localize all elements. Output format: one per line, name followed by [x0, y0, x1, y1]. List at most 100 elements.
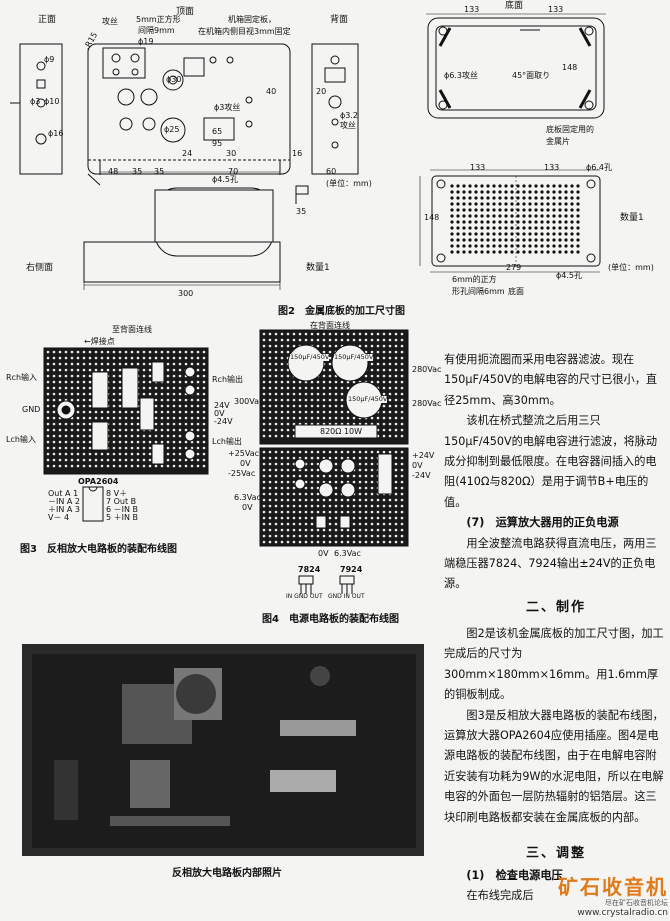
- hole: [130, 446, 134, 450]
- hole: [148, 356, 152, 360]
- dim-35b: 35: [154, 167, 165, 176]
- pin-left-3: ＋IN A 3: [48, 505, 80, 514]
- hole: [352, 474, 356, 478]
- hole: [118, 440, 122, 444]
- hole: [334, 338, 338, 342]
- dim-40: 40: [266, 87, 277, 96]
- hole: [322, 510, 326, 514]
- cap-1-label: 150μF/450V: [290, 353, 330, 361]
- hole: [340, 380, 344, 384]
- hole: [70, 380, 74, 384]
- hole: [328, 416, 332, 420]
- hole: [298, 404, 302, 408]
- hole: [346, 540, 350, 544]
- hole: [304, 486, 308, 490]
- hole: [172, 398, 176, 402]
- hole: [558, 190, 562, 194]
- pin-right-5: 5 ＋IN B: [106, 513, 139, 522]
- hole: [286, 516, 290, 520]
- hole: [112, 452, 116, 456]
- hole: [196, 428, 200, 432]
- hole: [540, 196, 544, 200]
- hole: [274, 362, 278, 366]
- hole: [280, 392, 284, 396]
- hole: [262, 332, 266, 336]
- hole: [388, 338, 392, 342]
- hole: [118, 422, 122, 426]
- hole: [576, 232, 580, 236]
- hole: [172, 422, 176, 426]
- hole: [346, 386, 350, 390]
- hole: [52, 428, 56, 432]
- hole: [58, 452, 62, 456]
- hole: [268, 428, 272, 432]
- hole: [274, 534, 278, 538]
- hole: [196, 380, 200, 384]
- hole: [400, 380, 404, 384]
- hole: [316, 450, 320, 454]
- hole: [310, 486, 314, 490]
- hole: [382, 332, 386, 336]
- hole: [286, 410, 290, 414]
- hole: [388, 516, 392, 520]
- hole: [516, 190, 520, 194]
- hole: [400, 462, 404, 466]
- hole: [498, 226, 502, 230]
- hole: [552, 220, 556, 224]
- hole: [82, 446, 86, 450]
- hole: [504, 250, 508, 254]
- hole: [52, 380, 56, 384]
- hole: [328, 380, 332, 384]
- hole: [394, 410, 398, 414]
- hole: [352, 380, 356, 384]
- hole: [46, 356, 50, 360]
- hole: [172, 392, 176, 396]
- hole: [394, 450, 398, 454]
- hole: [304, 404, 308, 408]
- hole: [82, 452, 86, 456]
- hole: [462, 196, 466, 200]
- hole: [322, 374, 326, 378]
- hole: [498, 232, 502, 236]
- hole: [358, 516, 362, 520]
- hole: [160, 440, 164, 444]
- hole: [88, 458, 92, 462]
- hole: [340, 392, 344, 396]
- hole: [58, 464, 62, 468]
- hole: [160, 434, 164, 438]
- hole: [456, 214, 460, 218]
- hole: [304, 534, 308, 538]
- hole: [310, 534, 314, 538]
- hole: [328, 356, 332, 360]
- hole: [298, 528, 302, 532]
- label-p24v-right: +24V: [412, 451, 435, 460]
- hole: [310, 498, 314, 502]
- hole: [388, 534, 392, 538]
- hole: [118, 350, 122, 354]
- label-bottom-plate: 底板固定用的: [546, 125, 594, 134]
- hole: [76, 374, 80, 378]
- hole: [310, 332, 314, 336]
- hole: [70, 440, 74, 444]
- hole: [118, 452, 122, 456]
- hole: [480, 238, 484, 242]
- hole: [82, 416, 86, 420]
- hole: [376, 362, 380, 366]
- hole: [160, 464, 164, 468]
- label-280vac: 280Vac: [412, 365, 442, 374]
- hole: [528, 196, 532, 200]
- hole: [46, 410, 50, 414]
- hole: [394, 534, 398, 538]
- hole: [178, 416, 182, 420]
- hole: [388, 428, 392, 432]
- hole: [286, 498, 290, 502]
- dim-60: 60: [326, 167, 337, 176]
- hole: [178, 380, 182, 384]
- hole: [106, 416, 110, 420]
- label-bottom-0v: 0V: [318, 549, 329, 558]
- hole: [564, 226, 568, 230]
- hole: [172, 386, 176, 390]
- hole: [474, 220, 478, 224]
- hole: [316, 540, 320, 544]
- hole: [142, 446, 146, 450]
